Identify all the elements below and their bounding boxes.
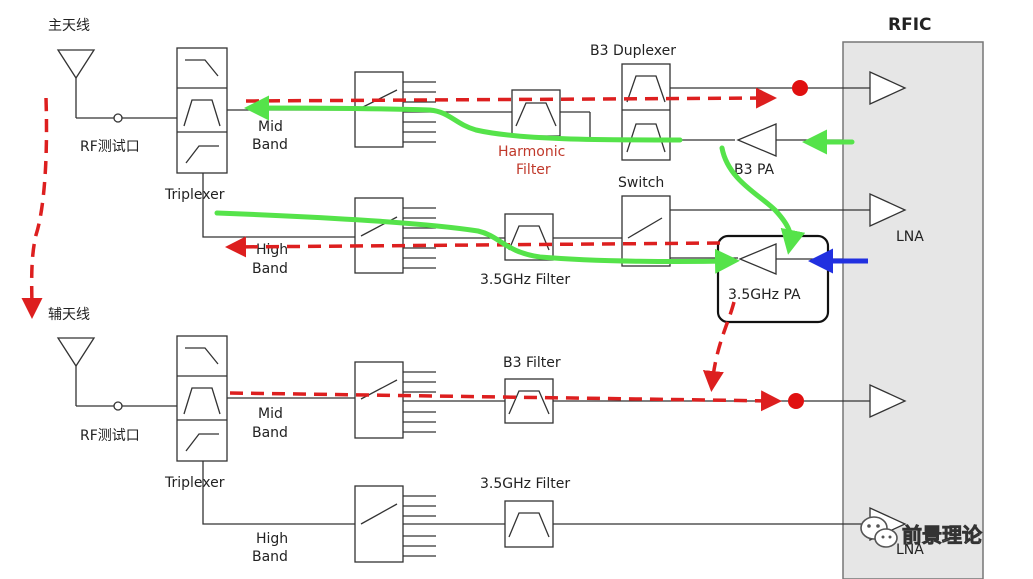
green-path-high-to-pa bbox=[214, 210, 740, 274]
main-highband-label-1: High bbox=[256, 242, 288, 258]
aux-highband-label-2: Band bbox=[252, 549, 288, 565]
rfic-block bbox=[842, 41, 984, 579]
red-dot-main-rx bbox=[792, 80, 808, 96]
green-path-b3-tx bbox=[243, 95, 683, 143]
switch-label: Switch bbox=[618, 175, 664, 191]
b3-filter bbox=[504, 378, 554, 424]
main-midband-label-2: Band bbox=[252, 137, 288, 153]
aux-antenna-label: 辅天线 bbox=[48, 307, 90, 323]
lna-label-4: LNA bbox=[896, 542, 924, 558]
rfic-lna-2 bbox=[869, 192, 907, 228]
aux-midband-label-1: Mid bbox=[258, 406, 283, 422]
harmonic-filter-label-2: Filter bbox=[516, 162, 551, 178]
aux-high-switch bbox=[354, 485, 436, 563]
red-path-main-rx bbox=[245, 87, 777, 109]
filter-35-bottom-label: 3.5GHz Filter bbox=[480, 476, 570, 492]
rfic-lna-3 bbox=[869, 383, 907, 419]
main-test-port-label: RF测试口 bbox=[80, 139, 140, 155]
harmonic-filter bbox=[511, 89, 561, 137]
lna-label-2: LNA bbox=[896, 229, 924, 245]
main-high-switch bbox=[354, 197, 436, 274]
red-path-antenna-switch bbox=[21, 97, 49, 319]
pa-35-highlight-frame bbox=[716, 234, 830, 324]
filter-35-top-label: 3.5GHz Filter bbox=[480, 272, 570, 288]
b3-duplexer bbox=[621, 63, 671, 161]
rfic-title: RFIC bbox=[888, 15, 932, 35]
b3-pa-label: B3 PA bbox=[734, 162, 775, 178]
main-midband-label-1: Mid bbox=[258, 119, 283, 135]
aux-test-port-icon bbox=[113, 401, 123, 411]
main-test-port-icon bbox=[113, 113, 123, 123]
red-path-pa-to-aux bbox=[702, 301, 736, 392]
rf-switch bbox=[621, 195, 671, 267]
aux-triplexer bbox=[176, 335, 228, 462]
main-highband-label-2: Band bbox=[252, 261, 288, 277]
watermark-text: 前景理论 bbox=[902, 523, 983, 547]
wechat-icon bbox=[860, 516, 898, 548]
aux-triplexer-label: Triplexer bbox=[164, 475, 225, 491]
main-triplexer-label: Triplexer bbox=[164, 187, 225, 203]
red-dot-aux-rx bbox=[788, 393, 804, 409]
aux-test-port-label: RF测试口 bbox=[80, 428, 140, 444]
b3-duplexer-label: B3 Duplexer bbox=[590, 43, 676, 59]
aux-mid-switch bbox=[354, 361, 436, 439]
red-path-aux-rx bbox=[229, 390, 782, 412]
harmonic-filter-label-1: Harmonic bbox=[498, 144, 565, 160]
filter-35-bottom bbox=[504, 500, 554, 548]
main-triplexer bbox=[176, 47, 228, 174]
rfic-lna-1 bbox=[869, 70, 907, 106]
green-path-b3pa-to-35pa bbox=[719, 145, 806, 255]
pa-35-label: 3.5GHz PA bbox=[728, 287, 801, 303]
aux-antenna-icon bbox=[56, 337, 96, 406]
watermark: 前景理论 bbox=[860, 516, 983, 548]
b3-filter-label: B3 Filter bbox=[503, 355, 561, 371]
red-path-main-high bbox=[225, 236, 721, 258]
main-antenna-icon bbox=[56, 49, 96, 118]
main-antenna-label: 主天线 bbox=[48, 18, 90, 34]
aux-highband-label-1: High bbox=[256, 531, 288, 547]
aux-midband-label-2: Band bbox=[252, 425, 288, 441]
